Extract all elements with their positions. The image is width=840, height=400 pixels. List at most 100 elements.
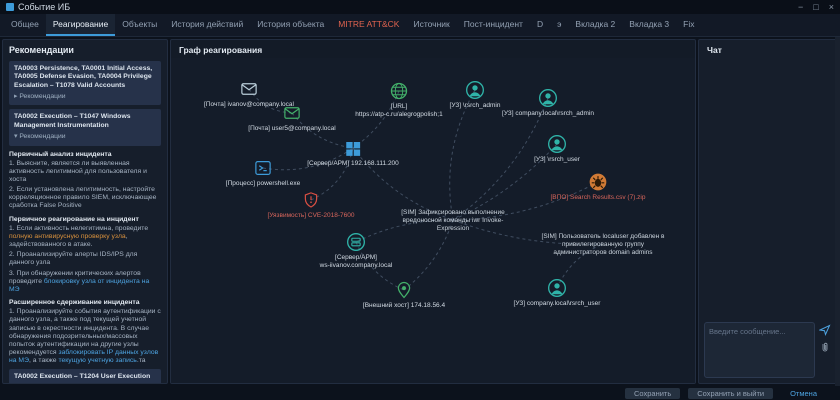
graph-edge [556,243,604,289]
action-link[interactable]: полную антивирусную проверку узла [9,232,126,240]
tab-вкладка-3[interactable]: Вкладка 3 [629,19,670,29]
chat-message-input[interactable] [704,322,815,378]
tab-fix[interactable]: Fix [683,19,695,29]
tab-э[interactable]: э [557,19,562,29]
recommendation-text: 1. Если активность нелегитимна, проведит… [9,224,149,249]
node-label: [Процесс] powershell.exe [225,180,301,187]
graph-node-srv1[interactable]: [Сервер/АРМ] 192.168.111.200 [298,137,408,168]
node-label: [SIM] Зафиксировано выполнение вредоносн… [401,208,505,232]
toggle-label: Рекомендации [19,133,66,141]
tab-источник[interactable]: Источник [413,19,450,29]
chat-messages [699,60,837,317]
tab-пост-инцидент[interactable]: Пост-инцидент [463,19,523,29]
graph-node-mail1[interactable]: [Почта] ivanov@company.local [194,78,304,109]
send-icon[interactable] [819,324,831,336]
chevron-right-icon: ▸ [14,93,20,101]
graph-node-vpo[interactable]: [ВПО] Search Results.csv (7).zip [543,171,653,202]
chat-title: Чат [707,45,722,55]
graph-node-proc[interactable]: [Процесс] powershell.exe [208,157,318,188]
node-label: [URL] https://atp-c.ru/alegrogpolish;1 [355,103,443,118]
recommendation-heading: Первичный анализ инцидента [9,150,112,158]
windows-icon [342,137,364,159]
url-icon [388,80,410,102]
technique-title: TA0003 Persistence, TA0001 Initial Acces… [14,64,153,89]
action-link[interactable]: заблокировать IP данных узлов на МЭ [9,348,159,365]
graph-edge [262,147,354,171]
graph-node-sim1[interactable]: [SIM] Зафиксировано выполнение вредоносн… [390,208,516,232]
graph-node-srv2[interactable]: [Сервер/АРМ] ws-iivanov.company.local [301,231,411,270]
cancel-button[interactable]: Отмена [781,388,826,399]
recommendation-text: 1. Выясните, является ли выявленная акти… [9,159,147,183]
tab-история-действий[interactable]: История действий [171,19,244,29]
footer-bar: Сохранить Сохранить и выйти Отмена [0,386,840,400]
attack-technique-card[interactable]: TA0002 Execution – T1047 Windows Managem… [9,109,161,146]
window-scrollbar[interactable] [835,37,840,400]
action-link[interactable]: текущую учетную запись [58,357,137,365]
response-graph-panel: Граф реагирования [Почта] ivanov@company… [170,39,696,384]
technique-title: TA0002 Execution – T1047 Windows Managem… [14,113,131,129]
graph-edge [355,219,454,243]
recommendations-title: Рекомендации [9,45,74,55]
chat-panel: Чат [698,39,838,384]
graph-node-sim2[interactable]: [SIM] Пользователь localuser добавлен в … [540,232,666,256]
action-link[interactable]: блокировку узла от инцидента на МЭ [9,277,150,293]
tab-общее[interactable]: Общее [11,19,39,29]
save-and-exit-button[interactable]: Сохранить и выйти [688,387,774,399]
window-title: Событие ИБ [18,2,71,12]
graph-node-url1[interactable]: [URL] https://atp-c.ru/alegrogpolish;1 [344,80,454,119]
node-label: [Почта] ivanov@company.local [204,101,294,108]
graph-node-uz3[interactable]: [УЗ] \rsrch_user [502,133,612,164]
save-button[interactable]: Сохранить [624,387,681,399]
graph-edge [452,181,599,221]
node-label: [УЗ] company.local\rsrch_admin [502,110,594,117]
node-label: [ВПО] Search Results.csv (7).zip [550,194,646,201]
recommendations-toggle[interactable]: ▸ Рекомендации [14,93,156,101]
tab-вкладка-2[interactable]: Вкладка 2 [575,19,616,29]
recommendation-text: 3. При обнаружении критических алертов п… [9,269,150,293]
graph-node-uz4[interactable]: [УЗ] company.local\rsrch_user [502,277,612,308]
recommendation-text: 1. Проанализируйте события аутентификаци… [9,308,161,365]
mail-icon [281,102,303,124]
graph-area[interactable]: [Почта] ivanov@company.local [Почта] user… [171,58,695,383]
graph-title: Граф реагирования [179,45,263,55]
graph-node-uz2[interactable]: [УЗ] company.local\rsrch_admin [493,87,603,118]
recommendations-body: TA0003 Persistence, TA0001 Initial Acces… [9,60,161,383]
recommendation-text: 2. Проанализируйте алерты IDS/IPS для да… [9,251,138,267]
graph-edge [452,97,549,221]
tab-история-объекта[interactable]: История объекта [257,19,325,29]
minimize-icon[interactable]: − [798,1,804,12]
graph-edge [248,88,293,114]
graph-node-ext[interactable]: [Внешний хост] 174.18.56.4 [349,279,459,310]
tab-d[interactable]: D [536,19,544,29]
maximize-icon[interactable]: □ [813,1,819,12]
paperclip-icon[interactable] [819,342,831,354]
attack-technique-card[interactable]: TA0003 Persistence, TA0001 Initial Acces… [9,60,161,106]
node-label: [SIM] Пользователь localuser добавлен в … [541,232,665,256]
chevron-down-icon: ▾ [14,133,20,141]
recommendation-heading: Расширенное сдерживание инцидента [9,299,140,307]
graph-edge [449,89,476,221]
close-icon[interactable]: × [828,1,834,12]
node-label: [УЗ] \rsrch_user [534,156,580,163]
graph-edge [352,147,454,221]
main-content: Рекомендации TA0003 Persistence, TA0001 … [0,37,840,386]
tab-mitre-att&ck[interactable]: MITRE ATT&CK [338,19,400,29]
graph-node-uz1[interactable]: [УЗ] \rsrch_admin [420,79,530,110]
graph-edge [403,219,454,291]
technique-title: TA0002 Execution – T1204 User Execution [14,373,151,381]
node-label: [Почта] user5@company.local [248,125,336,132]
tab-объекты[interactable]: Объекты [122,19,158,29]
user-icon [546,277,568,299]
process-icon [252,157,274,179]
recommendations-toggle[interactable]: ▾ Рекомендации [14,133,156,141]
title-bar: Событие ИБ −□ × [0,0,840,14]
node-label: [УЗ] company.local\rsrch_user [513,300,601,307]
tab-bar: Общее Реагирование Объекты История действий… [0,14,840,37]
attack-technique-card[interactable]: TA0002 Execution – T1204 User Execution▸… [9,369,161,383]
graph-node-mail2[interactable]: [Почта] user5@company.local [237,102,347,133]
user-icon [464,79,486,101]
graph-node-vuln[interactable]: [Уязвимость] CVE-2018-7600 [256,189,366,220]
node-label: [Уязвимость] CVE-2018-7600 [267,212,355,219]
recommendation-heading: Первичное реагирование на инцидент [9,215,139,223]
tab-реагирование[interactable]: Реагирование [45,14,116,36]
